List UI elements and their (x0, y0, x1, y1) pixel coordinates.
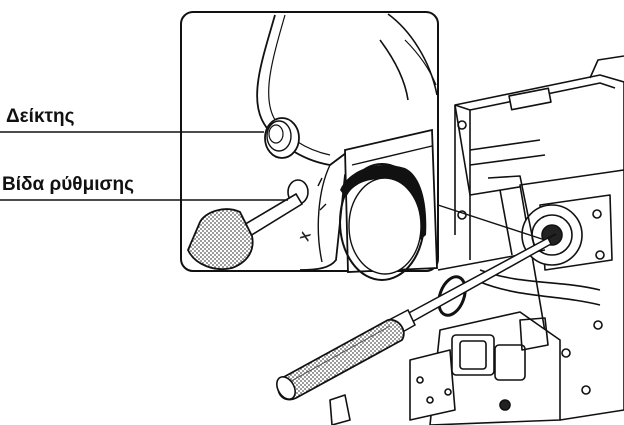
indicator-knob (264, 117, 300, 159)
burner-assembly (329, 55, 624, 425)
label-indicator: Δείκτης (6, 106, 75, 127)
detail-inset: X (180, 11, 439, 281)
screwdriver-icon (276, 233, 557, 401)
adjustment-screw-knob (187, 192, 304, 270)
label-adjustment-screw-group: Βίδα ρύθμισης (0, 174, 288, 201)
label-indicator-group: Δείκτης (0, 106, 264, 133)
label-adjustment-screw: Βίδα ρύθμισης (2, 174, 134, 195)
